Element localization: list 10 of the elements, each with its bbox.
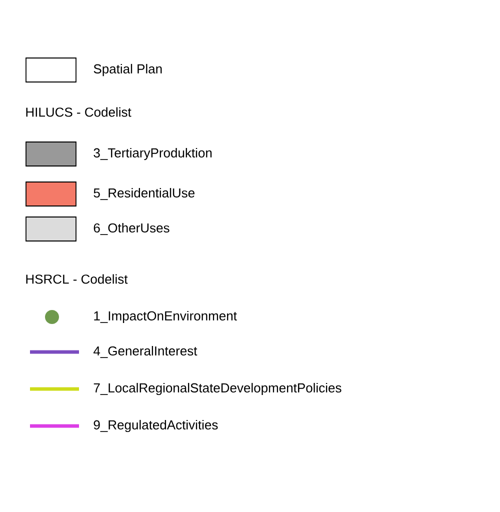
legend-label: Spatial Plan (94, 64, 162, 76)
legend-label: 1_ImpactOnEnvironment (94, 310, 237, 324)
legend-label: 5_ResidentialUse (94, 188, 194, 200)
legend-label: 6_OtherUses (94, 223, 170, 235)
heading: HILUCS - Codelist (26, 107, 132, 117)
legend-label: 7_LocalRegionalStateDevelopmentPolicies (94, 382, 342, 396)
legend-label: 3_TertiaryProduktion (94, 148, 212, 160)
legend-label: 4_GeneralInterest (94, 346, 198, 358)
heading: HSRCL - Codelist (26, 274, 128, 284)
legend-label: 9_RegulatedActivities (94, 420, 218, 432)
